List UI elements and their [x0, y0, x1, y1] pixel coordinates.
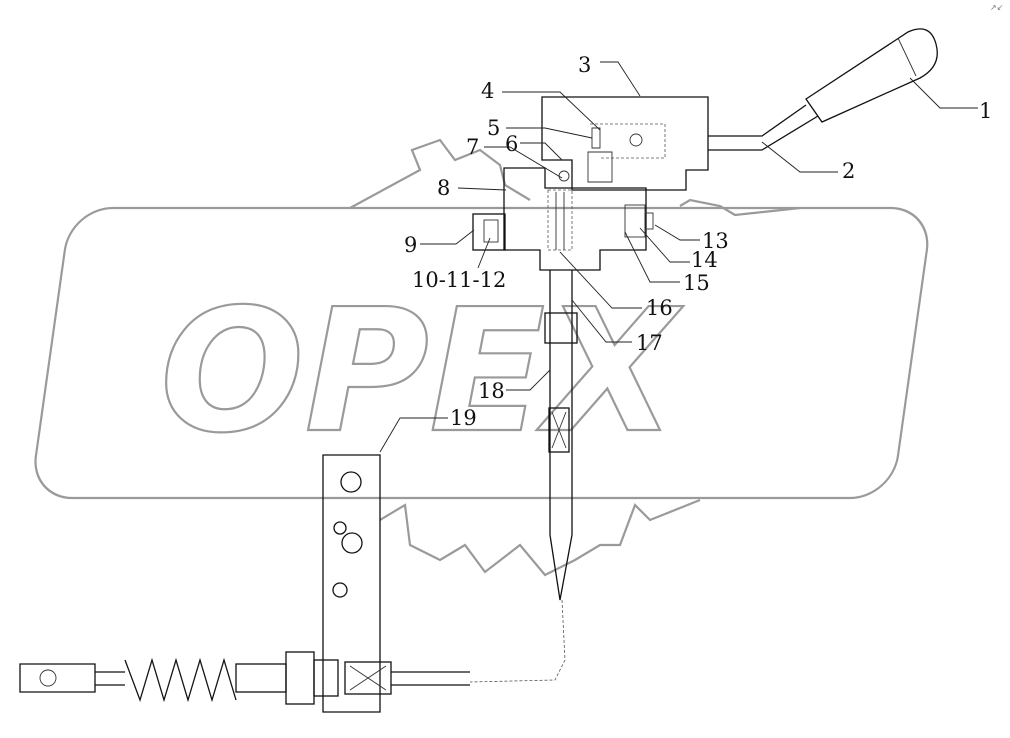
corner-mark: ↗↙	[990, 3, 1003, 12]
callout-7: 7	[466, 135, 479, 159]
cable-assembly	[19, 651, 470, 705]
callout-15: 15	[683, 271, 710, 295]
watermark-slab	[34, 206, 929, 500]
watermark-gear-bottom	[379, 498, 701, 577]
callout-3: 3	[578, 53, 591, 77]
callout-10-11-12: 10-11-12	[412, 268, 506, 292]
callout-9: 9	[404, 233, 417, 257]
callout-1: 1	[979, 99, 992, 123]
watermark-text: OPEX	[160, 273, 684, 471]
callout-17: 17	[636, 331, 663, 355]
part-2-lever	[708, 104, 819, 151]
part-17-rod	[469, 270, 578, 683]
callout-13: 13	[702, 229, 729, 253]
part-9-cap	[472, 213, 506, 251]
callout-18: 18	[478, 379, 505, 403]
callout-16: 16	[646, 296, 673, 320]
callout-6: 6	[505, 132, 518, 156]
part-19-bracket	[322, 454, 381, 713]
leader-lines	[379, 61, 978, 453]
callout-labels: 1 2 3 4 5 6 7 8 9 10-11-12 13 14 15 16 1…	[404, 53, 992, 430]
callout-19: 19	[450, 406, 477, 430]
part-1-knob	[805, 28, 938, 123]
callout-4: 4	[481, 79, 494, 103]
callout-2: 2	[842, 159, 855, 183]
callout-5: 5	[487, 116, 500, 140]
callout-8: 8	[437, 176, 450, 200]
callout-14: 14	[691, 248, 718, 272]
part-8-body	[503, 167, 654, 271]
part-3-housing	[541, 96, 709, 191]
watermark-gear	[349, 138, 801, 217]
watermark-logo: OPEX	[34, 138, 929, 577]
